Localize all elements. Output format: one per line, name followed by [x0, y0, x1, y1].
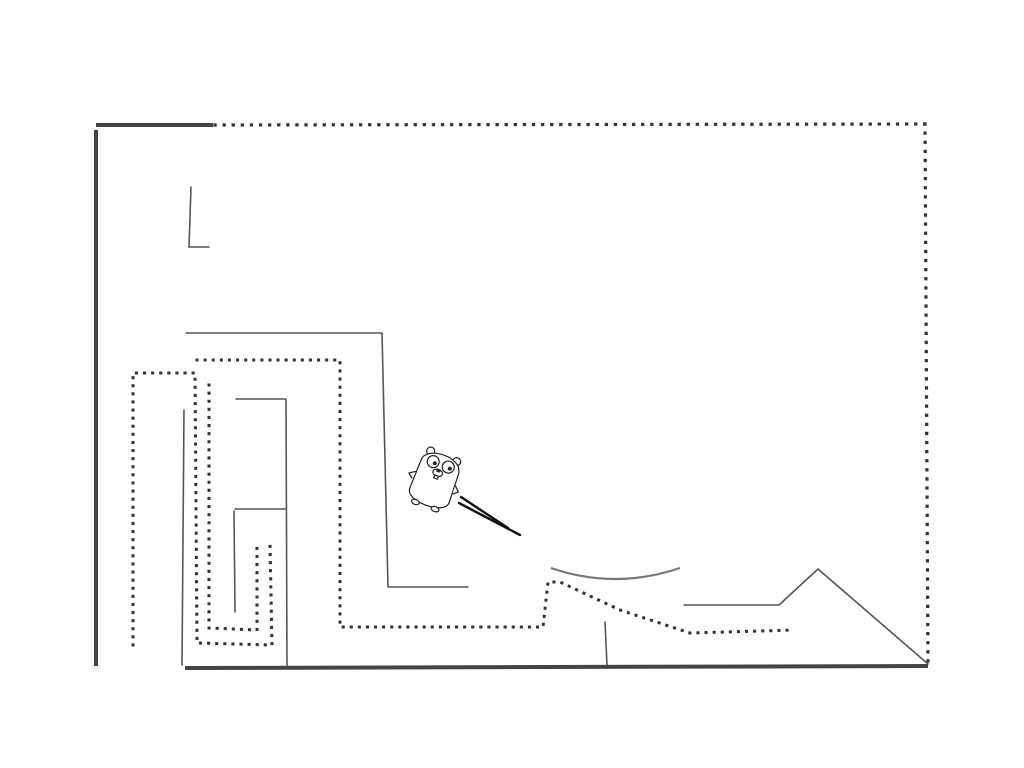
maze-walls [182, 333, 928, 666]
dotted-paths [133, 360, 795, 645]
outer-boundary [96, 124, 928, 668]
gopher-icon[interactable] [399, 443, 469, 517]
small-l-wall [189, 187, 209, 247]
maze-center-wall [236, 399, 287, 666]
right-dotted-boundary [925, 124, 928, 664]
right-ledge-and-ramp [684, 569, 928, 664]
floor-solid-wall [187, 666, 926, 668]
top-dotted-boundary [215, 124, 925, 125]
maze-left-inner-wall [182, 410, 184, 665]
floor-post [605, 622, 607, 665]
inner-dotted-loop [209, 385, 257, 630]
curved-platform [551, 568, 680, 579]
motion-trail [459, 497, 520, 535]
maze-inner-post [234, 511, 235, 612]
